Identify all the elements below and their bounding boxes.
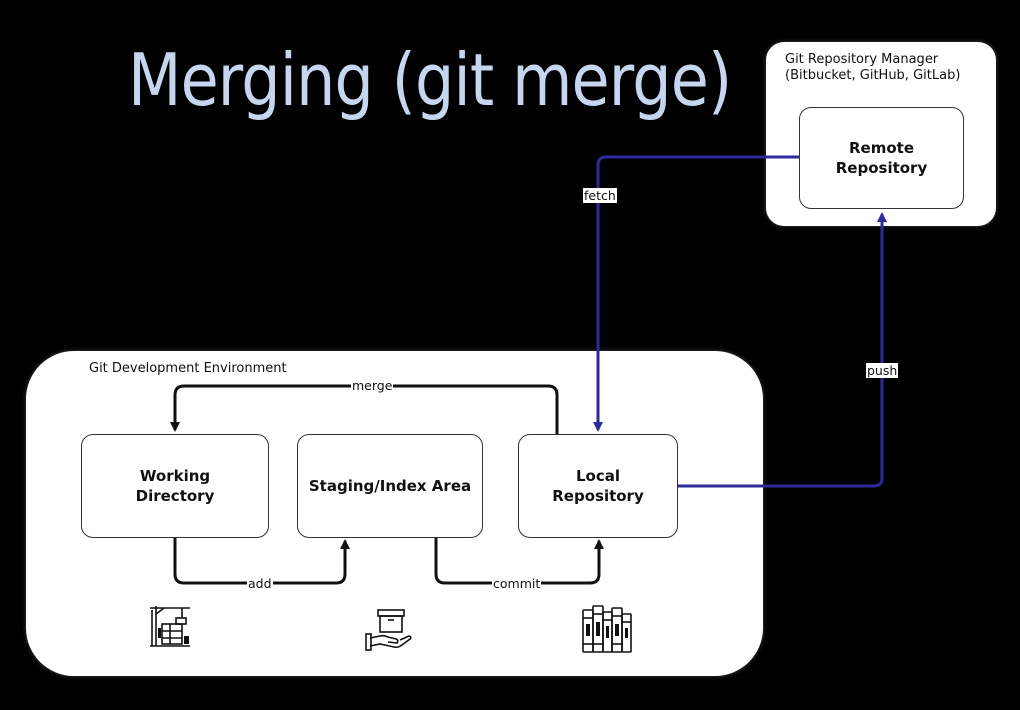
construction-site-icon: [150, 606, 190, 647]
push-label: push: [866, 363, 899, 378]
local-repository-box: Local Repository: [518, 434, 678, 538]
box-on-hand-icon: [365, 609, 412, 651]
fetch-label: fetch: [583, 188, 617, 203]
working-directory-box: Working Directory: [81, 434, 269, 538]
push-arrow: [678, 212, 887, 488]
development-environment-label: Git Development Environment: [89, 361, 287, 376]
remote-repository-box: Remote Repository: [799, 107, 964, 209]
merge-arrow: [170, 384, 559, 434]
bookshelf-icon: [582, 605, 632, 653]
add-label: add: [247, 576, 273, 591]
commit-label: commit: [492, 576, 542, 591]
staging-area-box: Staging/Index Area: [297, 434, 483, 538]
diagram-title: Merging (git merge): [128, 38, 732, 122]
fetch-arrow: [593, 155, 799, 432]
repository-manager-label: Git Repository Manager (Bitbucket, GitHu…: [785, 52, 961, 83]
merge-label: merge: [351, 378, 394, 393]
